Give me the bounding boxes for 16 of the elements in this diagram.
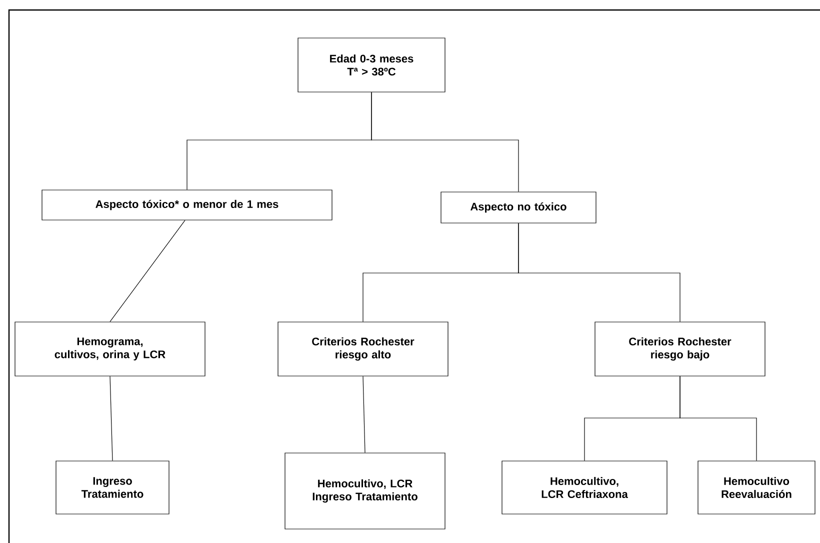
connector-line bbox=[110, 220, 186, 322]
connector-line bbox=[110, 376, 113, 461]
flow-box: Ingreso Tratamiento bbox=[56, 460, 170, 514]
flow-box: Aspecto no tóxico bbox=[440, 192, 596, 224]
flow-box: Hemocultivo, LCR Ingreso Tratamiento bbox=[284, 452, 446, 530]
flow-box: Edad 0-3 meses Tª > 38ºC bbox=[298, 38, 446, 92]
connector-line bbox=[371, 92, 519, 192]
connector-line bbox=[518, 223, 680, 322]
flow-box: Aspecto tóxico* o menor de 1 mes bbox=[42, 190, 332, 220]
flow-box: Hemocultivo, LCR Ceftriaxona bbox=[502, 460, 668, 514]
flow-box: Hemocultivo Reevaluación bbox=[698, 460, 816, 514]
flow-box: Hemograma, cultivos, orina y LCR bbox=[14, 322, 206, 376]
flow-box: Criterios Rochester riesgo alto bbox=[278, 322, 448, 376]
connector-line bbox=[362, 376, 366, 453]
flow-box: Criterios Rochester riesgo bajo bbox=[594, 322, 766, 376]
connector-line bbox=[680, 376, 757, 461]
